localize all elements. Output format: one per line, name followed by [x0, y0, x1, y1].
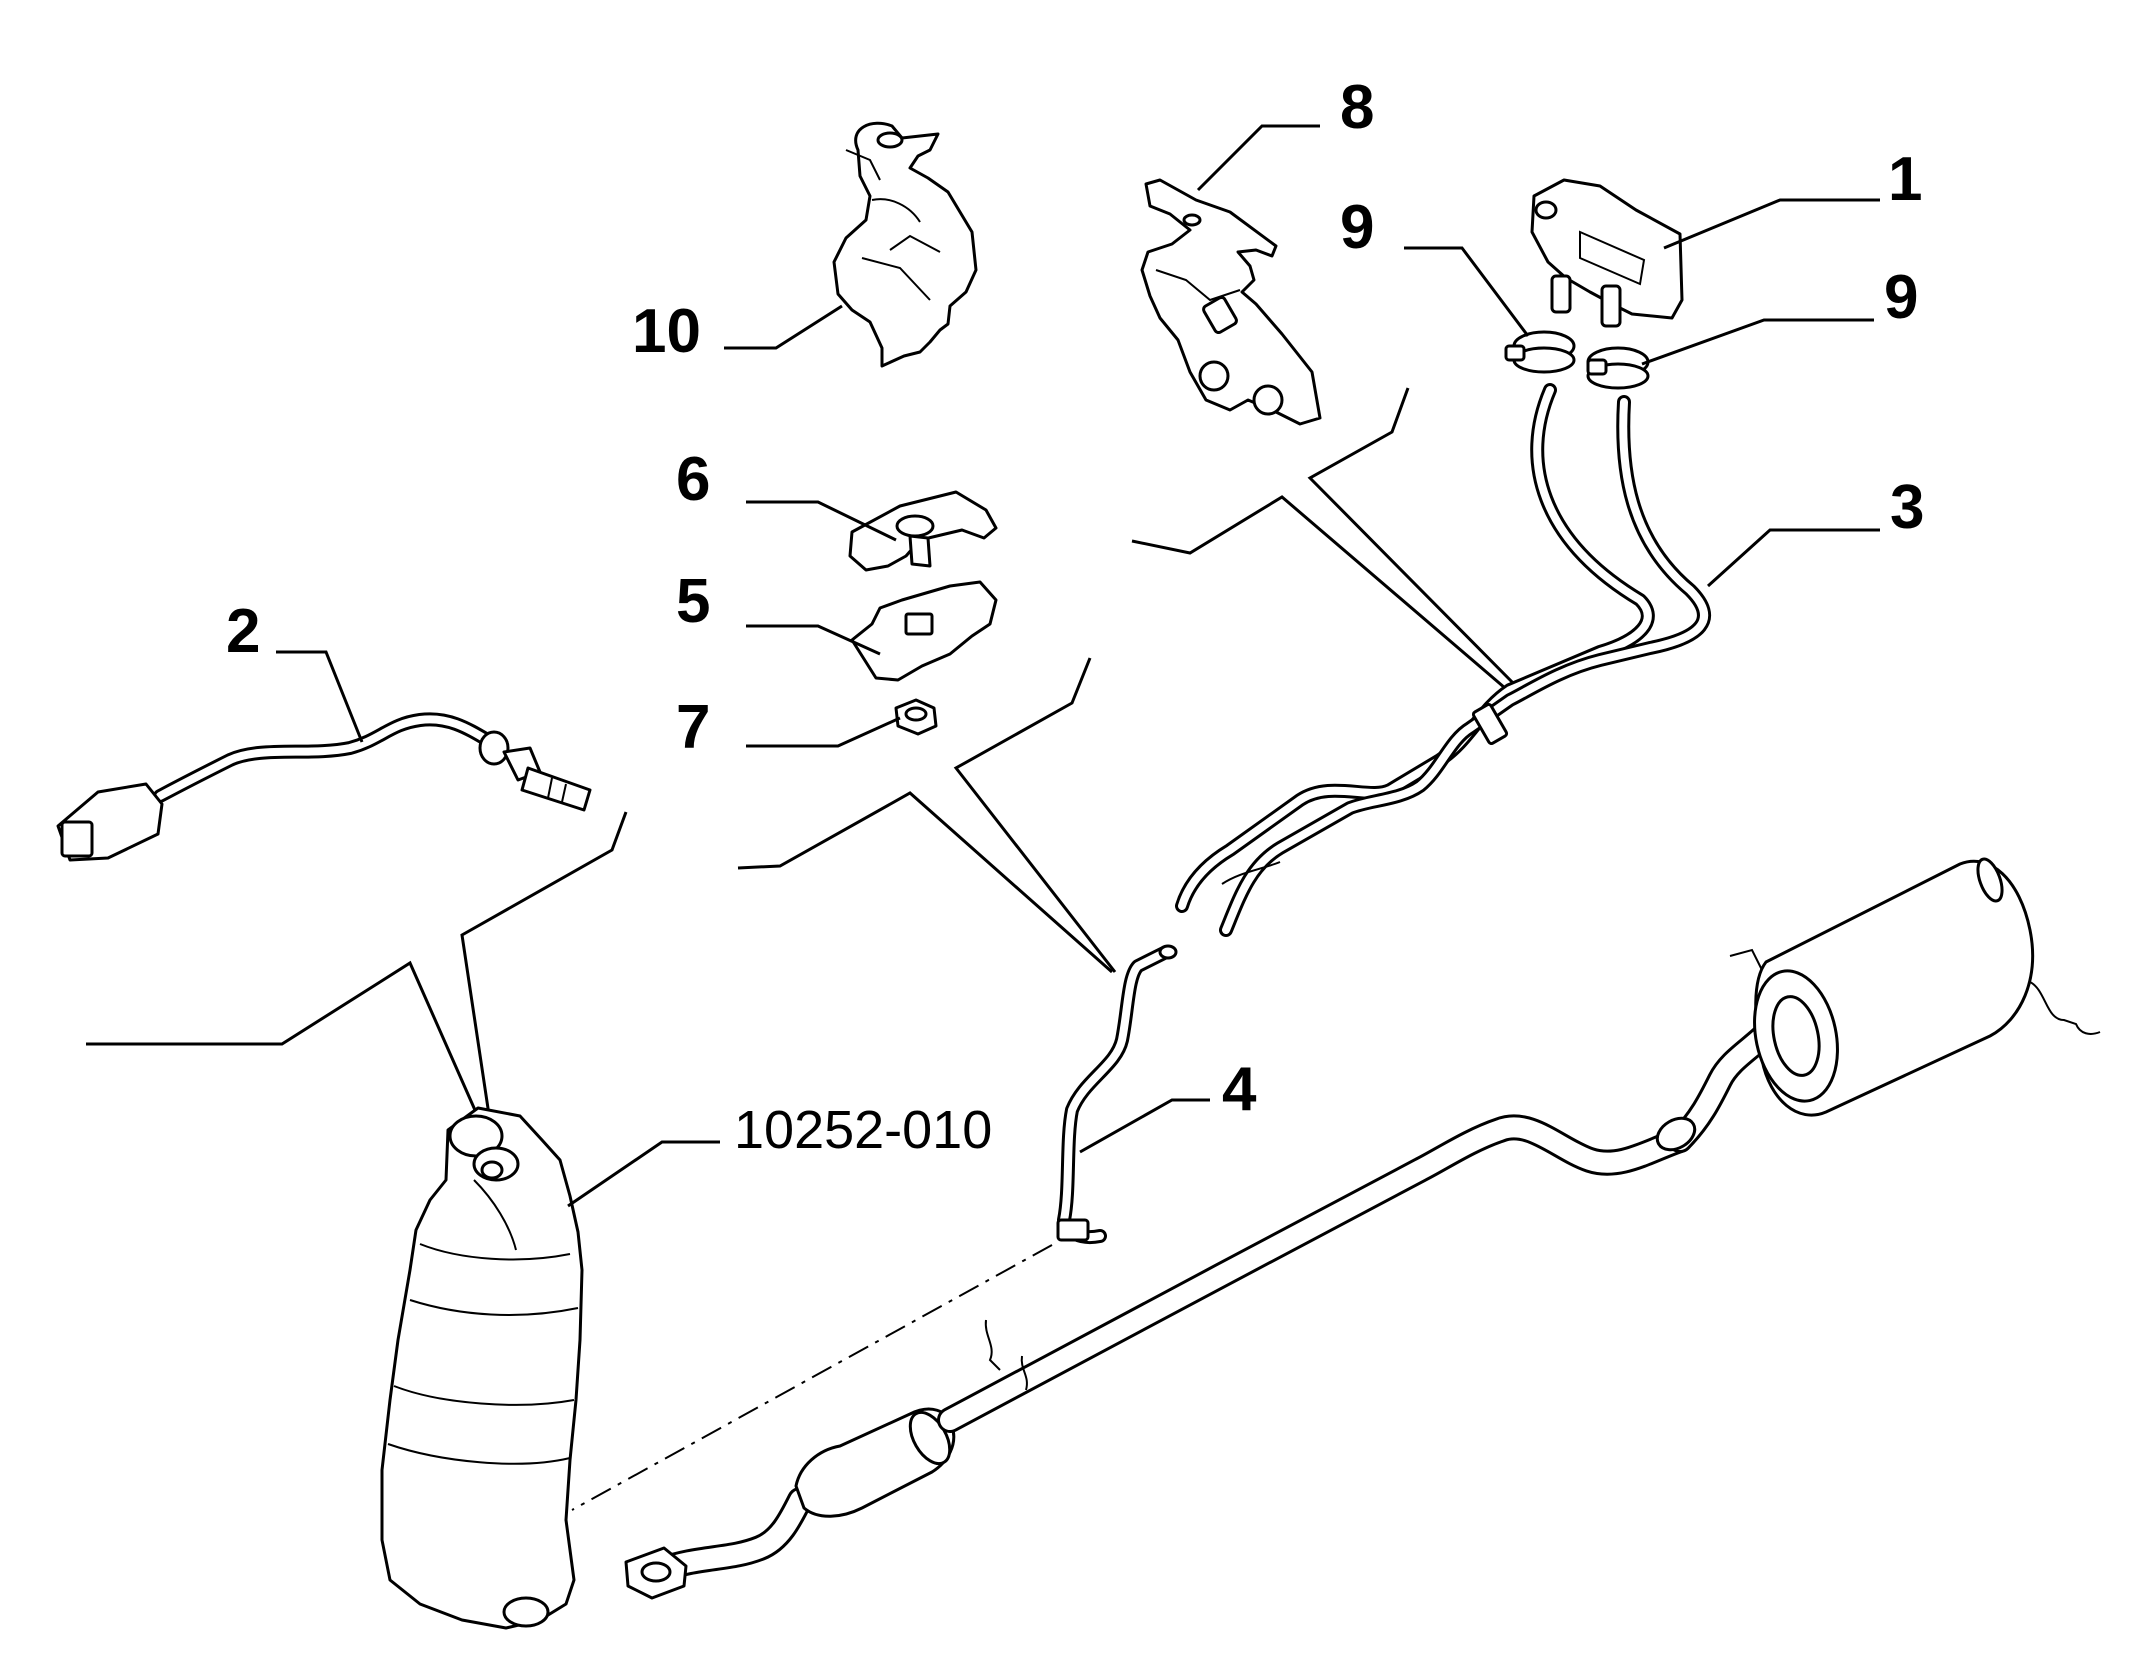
leader-9b: [1641, 318, 1874, 366]
callout-7: 7: [676, 693, 710, 762]
part-6-clip: [848, 490, 998, 572]
callout-8: 8: [1340, 73, 1374, 142]
callout-4: 4: [1222, 1055, 1257, 1124]
callout-9a: 9: [1340, 193, 1374, 262]
callout-6: 6: [676, 445, 710, 514]
leader-10: [724, 304, 843, 350]
part-4-pipe: [1056, 944, 1178, 1244]
leader-7: [746, 716, 901, 748]
leader-8: [1196, 124, 1320, 192]
part-9-clamps: [1504, 330, 1650, 390]
leader-5: [746, 624, 881, 656]
leader-4: [1079, 1098, 1210, 1154]
callout-10: 10: [632, 297, 701, 366]
leader-1: [1663, 198, 1880, 250]
callout-2: 2: [226, 597, 260, 666]
exhaust-system: [624, 857, 2101, 1600]
callout-1: 1: [1888, 145, 1922, 214]
part-8-bracket: [1140, 178, 1322, 426]
leader-2: [276, 650, 364, 743]
part-7-nut: [894, 698, 938, 736]
part-10-bracket: [832, 121, 978, 368]
leader-3: [1706, 528, 1880, 588]
leader-lines: [276, 124, 1880, 1208]
catalytic-converter: [380, 1106, 584, 1630]
callout-ref-10252-010: 10252-010: [734, 1100, 992, 1160]
callout-5: 5: [676, 567, 710, 636]
leader-9a: [1404, 246, 1530, 337]
callout-labels: 1 2 3 4 5 6 7 8 9 9 10 10252-010: [226, 73, 1924, 1160]
part-5-plate: [850, 580, 998, 682]
part-1-pressure-sensor: [1530, 178, 1684, 328]
part-3-hoses: [1175, 383, 1711, 937]
leader-ref: [567, 1140, 720, 1208]
zone-lines: [86, 387, 1522, 1511]
callout-3: 3: [1890, 473, 1924, 542]
part-2-temp-sensor: [56, 712, 592, 862]
callout-9b: 9: [1884, 263, 1918, 332]
leader-6: [746, 500, 897, 542]
